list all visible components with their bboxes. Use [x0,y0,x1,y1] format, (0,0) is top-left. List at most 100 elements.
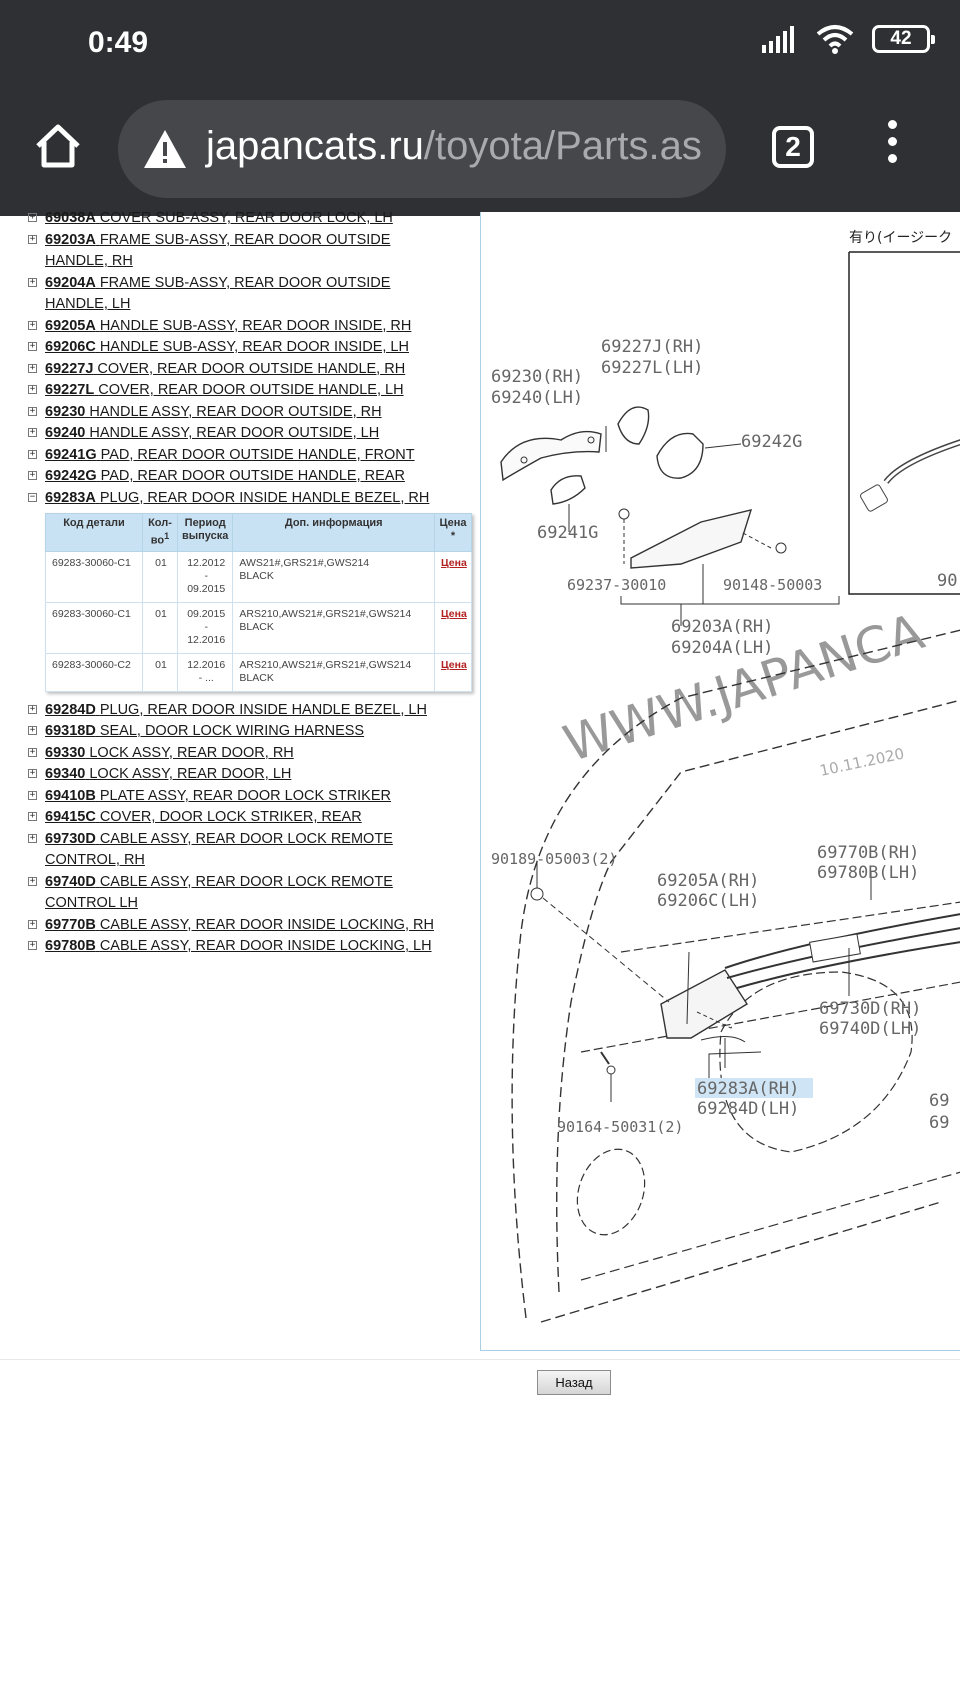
expand-icon[interactable]: + [28,212,37,222]
expand-icon[interactable]: + [28,362,37,373]
list-item[interactable]: +69206C HANDLE SUB-ASSY, REAR DOOR INSID… [28,337,448,359]
list-item[interactable]: +69230 HANDLE ASSY, REAR DOOR OUTSIDE, R… [28,402,448,424]
part-link[interactable]: 69203A FRAME SUB-ASSY, REAR DOOR OUTSIDE… [45,231,391,270]
part-link[interactable]: 69740D CABLE ASSY, REAR DOOR LOCK REMOTE… [45,873,393,912]
url-text[interactable]: japancats.ru/toyota/Parts.as [206,124,702,169]
cell-qty: 01 [142,550,178,603]
part-variants-table: Код детали Кол-во1 Период выпуска Доп. и… [45,513,472,692]
price-link[interactable]: Цена [441,607,467,620]
svg-text:69204A(LH): 69204A(LH) [671,638,773,658]
list-item[interactable]: +69038A COVER SUB-ASSY, REAR DOOR LOCK, … [28,208,448,230]
list-item[interactable]: +69330 LOCK ASSY, REAR DOOR, RH [28,743,448,765]
expand-icon[interactable]: + [28,448,37,459]
list-item[interactable]: +69780B CABLE ASSY, REAR DOOR INSIDE LOC… [28,936,448,958]
signal-icon [762,26,794,53]
back-button[interactable]: Назад [537,1370,611,1395]
expand-icon[interactable]: + [28,341,37,351]
svg-text:90: 90 [937,571,957,591]
list-item[interactable]: +69203A FRAME SUB-ASSY, REAR DOOR OUTSID… [28,230,448,273]
part-link[interactable]: 69242G PAD, REAR DOOR OUTSIDE HANDLE, RE… [45,468,405,484]
list-item[interactable]: +69227L COVER, REAR DOOR OUTSIDE HANDLE,… [28,380,448,402]
part-link[interactable]: 69780B CABLE ASSY, REAR DOOR INSIDE LOCK… [45,938,432,955]
diagram-labels: 69230(RH) 69240(LH) 69227J(RH) 69227L(LH… [491,337,957,1136]
cell-qty: 01 [142,652,178,692]
expand-icon[interactable]: + [28,276,37,287]
warning-icon[interactable] [142,128,188,170]
tab-switcher-button[interactable]: 2 [772,126,814,168]
svg-text:69: 69 [929,1113,949,1133]
list-item[interactable]: +69204A FRAME SUB-ASSY, REAR DOOR OUTSID… [28,273,448,316]
svg-text:69227J(RH): 69227J(RH) [601,337,703,357]
list-item[interactable]: +69318D SEAL, DOOR LOCK WIRING HARNESS [28,721,448,743]
address-bar[interactable]: japancats.ru/toyota/Parts.as [118,100,726,198]
list-item[interactable]: +69340 LOCK ASSY, REAR DOOR, LH [28,764,448,786]
expand-icon[interactable]: + [28,768,37,779]
part-link[interactable]: 69206C HANDLE SUB-ASSY, REAR DOOR INSIDE… [45,339,409,355]
battery-level: 42 [890,28,912,49]
list-item[interactable]: +69205A HANDLE SUB-ASSY, REAR DOOR INSID… [28,316,448,338]
url-path: /toyota/Parts.as [423,124,702,168]
list-item[interactable]: +69415C COVER, DOOR LOCK STRIKER, REAR [28,807,448,829]
list-item[interactable]: +69242G PAD, REAR DOOR OUTSIDE HANDLE, R… [28,466,448,488]
part-link[interactable]: 69227J COVER, REAR DOOR OUTSIDE HANDLE, … [45,360,406,377]
list-item[interactable]: +69240 HANDLE ASSY, REAR DOOR OUTSIDE, L… [28,423,448,445]
expand-icon[interactable]: + [28,405,37,416]
collapse-icon[interactable]: − [28,491,37,502]
diagram-note: 有り(イージーク [849,230,952,246]
svg-text:69241G: 69241G [537,523,598,543]
part-link[interactable]: 69241G PAD, REAR DOOR OUTSIDE HANDLE, FR… [45,446,415,463]
list-item[interactable]: +69241G PAD, REAR DOOR OUTSIDE HANDLE, F… [28,445,448,467]
part-link[interactable]: 69330 LOCK ASSY, REAR DOOR, RH [45,744,294,761]
svg-text:69230(RH): 69230(RH) [491,367,583,387]
expand-icon[interactable]: + [28,789,37,800]
part-link[interactable]: 69340 LOCK ASSY, REAR DOOR, LH [45,766,292,783]
expand-icon[interactable]: + [28,875,37,886]
clock: 0:49 [88,26,149,59]
expand-icon[interactable]: + [28,470,37,480]
part-link[interactable]: 69770B CABLE ASSY, REAR DOOR INSIDE LOCK… [45,916,434,933]
price-link[interactable]: Цена [441,658,467,671]
part-link[interactable]: 69204A FRAME SUB-ASSY, REAR DOOR OUTSIDE… [45,274,391,313]
part-link[interactable]: 69205A HANDLE SUB-ASSY, REAR DOOR INSIDE… [45,317,412,334]
cell-qty: 01 [142,601,178,654]
part-link[interactable]: 69283A PLUG, REAR DOOR INSIDE HANDLE BEZ… [45,489,430,506]
expand-icon[interactable]: + [28,832,37,843]
part-link[interactable]: 69230 HANDLE ASSY, REAR DOOR OUTSIDE, RH [45,403,382,420]
home-icon[interactable] [32,120,84,172]
part-link[interactable]: 69415C COVER, DOOR LOCK STRIKER, REAR [45,809,362,826]
expand-icon[interactable]: + [28,319,37,330]
part-link[interactable]: 69410B PLATE ASSY, REAR DOOR LOCK STRIKE… [45,787,391,804]
part-link[interactable]: 69038A COVER SUB-ASSY, REAR DOOR LOCK, L… [45,210,393,226]
expand-icon[interactable]: + [28,703,37,714]
list-item[interactable]: +69730D CABLE ASSY, REAR DOOR LOCK REMOT… [28,829,448,872]
cell-price: Цена [434,601,472,654]
part-link[interactable]: 69227L COVER, REAR DOOR OUTSIDE HANDLE, … [45,382,404,398]
list-item[interactable]: +69740D CABLE ASSY, REAR DOOR LOCK REMOT… [28,872,448,915]
col-qty: Кол-во1 [142,513,178,552]
expand-icon[interactable]: + [28,940,37,951]
price-link[interactable]: Цена [441,556,467,569]
expand-icon[interactable]: + [28,427,37,437]
part-link[interactable]: 69318D SEAL, DOOR LOCK WIRING HARNESS [45,723,365,740]
list-item[interactable]: +69227J COVER, REAR DOOR OUTSIDE HANDLE,… [28,359,448,381]
expand-icon[interactable]: + [28,811,37,822]
parts-diagram: 有り(イージーク WWW.JAPANCA 10.11.2020 [480,212,960,1351]
browser-toolbar: japancats.ru/toyota/Parts.as 2 [0,96,960,216]
expand-icon[interactable]: + [28,918,37,929]
more-menu-icon[interactable] [882,120,902,170]
cell-period: 12.2016- ... [176,652,234,692]
svg-text:69206C(LH): 69206C(LH) [657,891,759,911]
expand-icon[interactable]: + [28,746,37,757]
list-item[interactable]: +69284D PLUG, REAR DOOR INSIDE HANDLE BE… [28,700,448,722]
footer-divider [0,1359,960,1360]
list-item[interactable]: +69410B PLATE ASSY, REAR DOOR LOCK STRIK… [28,786,448,808]
list-item-expanded[interactable]: − 69283A PLUG, REAR DOOR INSIDE HANDLE B… [28,488,448,510]
expand-icon[interactable]: + [28,384,37,394]
part-link[interactable]: 69284D PLUG, REAR DOOR INSIDE HANDLE BEZ… [45,701,427,718]
expand-icon[interactable]: + [28,725,37,736]
list-item[interactable]: +69770B CABLE ASSY, REAR DOOR INSIDE LOC… [28,915,448,937]
part-link[interactable]: 69240 HANDLE ASSY, REAR DOOR OUTSIDE, LH [45,425,380,441]
part-link[interactable]: 69730D CABLE ASSY, REAR DOOR LOCK REMOTE… [45,830,393,869]
expand-icon[interactable]: + [28,233,37,244]
